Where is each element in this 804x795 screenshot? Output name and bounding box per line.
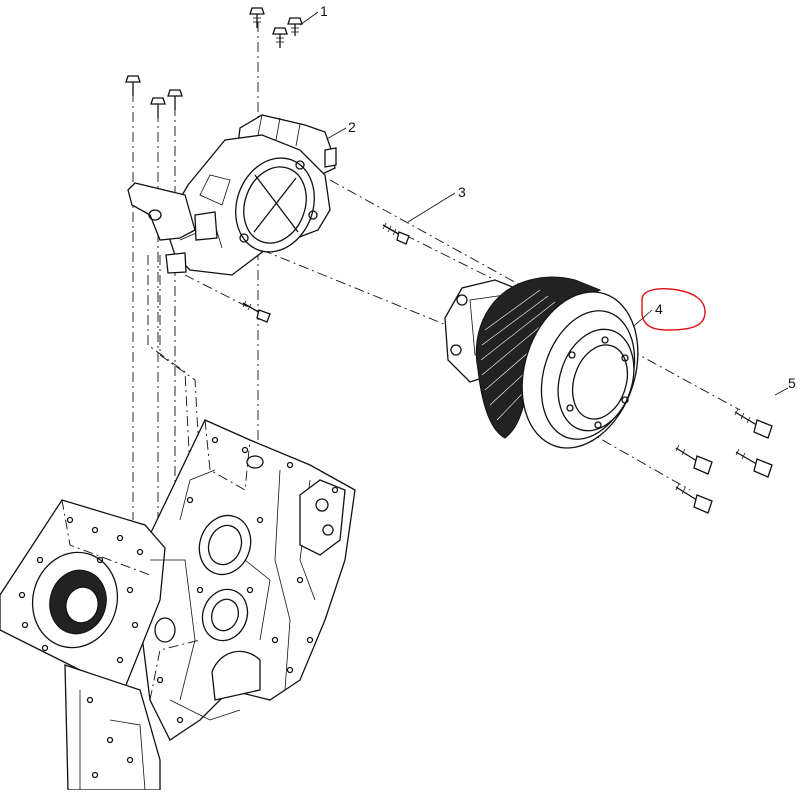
flange-bolt-item-5d[interactable] [675, 483, 713, 514]
callout-4[interactable]: 4 [625, 288, 706, 334]
callout-3[interactable]: 3 [407, 184, 466, 223]
bolt-item-3[interactable] [382, 222, 410, 245]
block-holes [156, 436, 339, 724]
bolt-group-left[interactable] [125, 75, 183, 118]
bolt-item-1c[interactable] [272, 27, 288, 48]
callout-5[interactable]: 5 [774, 375, 796, 396]
callout-4-label: 4 [655, 301, 663, 317]
engine-block [0, 419, 356, 791]
cover-plate-holes [18, 516, 144, 779]
bolt-item-1b[interactable] [287, 17, 303, 36]
callout-1-label: 1 [320, 3, 328, 19]
flange-bolt-item-5c[interactable] [735, 448, 773, 478]
pulley-hub-item-4[interactable] [444, 276, 657, 463]
callout-2-label: 2 [348, 119, 356, 135]
callout-2[interactable]: 2 [324, 119, 356, 141]
bracket-housing-item-2[interactable] [127, 114, 337, 276]
flange-bolt-item-5b[interactable] [675, 444, 713, 475]
callout-1[interactable]: 1 [299, 3, 328, 26]
callout-4-highlight [641, 288, 706, 331]
flange-bolt-item-5a[interactable] [734, 408, 773, 439]
bolt-item-3-second[interactable] [242, 300, 271, 323]
callout-3-label: 3 [458, 184, 466, 200]
assembly-lines [132, 22, 741, 540]
bolt-item-1a[interactable] [249, 7, 265, 28]
callout-5-label: 5 [788, 375, 796, 391]
